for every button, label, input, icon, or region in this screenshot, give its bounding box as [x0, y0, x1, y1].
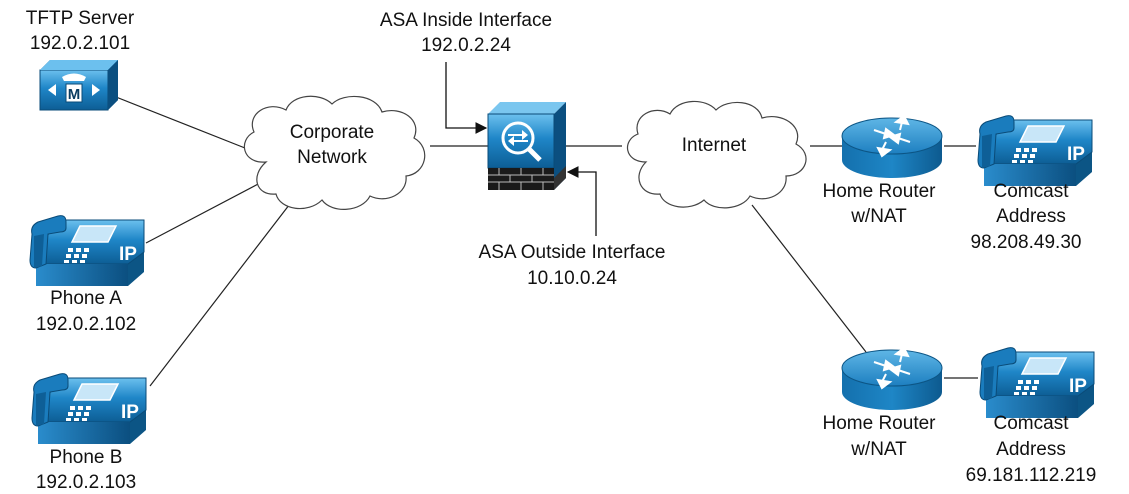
asa-inside-label: ASA Inside Interface — [380, 10, 552, 31]
cloud-icon — [243, 95, 426, 210]
phone-b-ip: 192.0.2.103 — [36, 472, 136, 493]
router-icon — [841, 347, 943, 411]
comcast-phone-1: IP Comcast Address 98.208.49.30 — [971, 114, 1093, 253]
asa-outside-ip: 10.10.0.24 — [527, 268, 617, 289]
corporate-network-label-line1: Corporate — [290, 122, 375, 143]
tftp-server-ip: 192.0.2.101 — [30, 33, 130, 54]
comcast-1-line1: Comcast — [994, 181, 1070, 202]
comcast-phone-2: IP Comcast Address 69.181.112.219 — [966, 346, 1097, 486]
manager-badge: M — [68, 86, 81, 103]
svg-text:IP: IP — [121, 402, 139, 423]
corporate-network-label-line2: Network — [297, 147, 367, 168]
phone-b: IP Phone B 192.0.2.103 — [31, 372, 147, 493]
ip-phone-icon: IP — [979, 346, 1095, 419]
link-phone-b-corporate — [149, 195, 297, 387]
svg-text:IP: IP — [1069, 376, 1087, 397]
comcast-1-line2: Address — [996, 206, 1066, 227]
link-tftp-corporate — [115, 96, 251, 151]
cloud-icon — [627, 100, 807, 209]
ip-phone-icon: IP — [31, 372, 147, 445]
internet-cloud: Internet — [627, 100, 807, 209]
comcast-2-ip: 69.181.112.219 — [966, 465, 1097, 486]
asa-outside-arrow — [566, 166, 597, 236]
internet-label: Internet — [682, 135, 747, 156]
home-router-2-line2: w/NAT — [850, 439, 907, 460]
link-phone-a-corporate — [145, 181, 263, 244]
asa-inside-arrow — [445, 62, 488, 134]
asa-firewall: ASA Inside Interface 192.0.2.24 — [380, 10, 666, 289]
link-internet-router2 — [751, 204, 867, 353]
phone-b-name: Phone B — [50, 447, 123, 468]
comcast-2-line1: Comcast — [994, 413, 1070, 434]
ip-phone-icon: IP — [977, 114, 1093, 187]
phone-a: IP Phone A 192.0.2.102 — [29, 214, 145, 335]
home-router-2-line1: Home Router — [823, 413, 937, 434]
connection-lines — [115, 96, 978, 387]
home-router-1-line2: w/NAT — [850, 206, 907, 227]
call-manager-icon: M — [39, 60, 118, 111]
tftp-server: TFTP Server 192.0.2.101 M — [26, 8, 135, 111]
home-router-1: Home Router w/NAT — [823, 115, 943, 227]
svg-text:IP: IP — [1067, 144, 1085, 165]
ip-phone-icon: IP — [29, 214, 145, 287]
asa-outside-label: ASA Outside Interface — [479, 242, 666, 263]
phone-a-ip: 192.0.2.102 — [36, 314, 136, 335]
home-router-2: Home Router w/NAT — [823, 347, 943, 460]
home-router-1-line1: Home Router — [823, 181, 937, 202]
comcast-1-ip: 98.208.49.30 — [971, 232, 1082, 253]
comcast-2-line2: Address — [996, 439, 1066, 460]
router-icon — [841, 115, 943, 179]
phone-a-name: Phone A — [50, 288, 122, 309]
asa-firewall-icon — [487, 102, 566, 190]
tftp-server-name: TFTP Server — [26, 8, 135, 29]
asa-inside-ip: 192.0.2.24 — [421, 35, 511, 56]
svg-text:IP: IP — [119, 244, 137, 265]
corporate-network-cloud: Corporate Network — [243, 95, 426, 210]
